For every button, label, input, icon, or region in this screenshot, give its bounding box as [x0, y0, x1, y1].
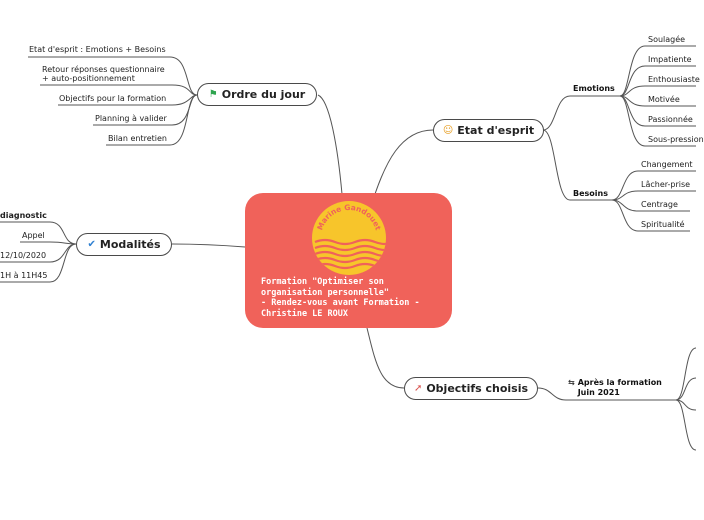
list-item[interactable]: Etat d'esprit : Emotions + Besoins	[29, 45, 166, 54]
list-item[interactable]: diagnostic	[0, 211, 47, 220]
brand-logo: Marine Gandouet	[312, 201, 386, 275]
list-item[interactable]: Spiritualité	[641, 220, 685, 229]
topic-etat-d-esprit[interactable]: ☺ Etat d'esprit	[433, 119, 544, 142]
list-item[interactable]: Sous-pression	[648, 135, 704, 144]
topic-ordre-du-jour[interactable]: ⚑ Ordre du jour	[197, 83, 317, 106]
sub-topic-emotions[interactable]: Emotions	[573, 84, 615, 93]
sub-topic-besoins[interactable]: Besoins	[573, 189, 608, 198]
smiley-icon: ☺	[442, 125, 454, 136]
list-item[interactable]: Enthousiaste	[648, 75, 700, 84]
rocket-icon: ➚	[413, 383, 423, 394]
list-item[interactable]: Appel	[22, 231, 45, 240]
arrows-icon: ⇆	[568, 378, 575, 387]
list-item[interactable]: Bilan entretien	[108, 134, 167, 143]
list-item[interactable]: Impatiente	[648, 55, 692, 64]
list-item[interactable]: Changement	[641, 160, 693, 169]
check-circle-icon: ✔	[87, 239, 96, 250]
flag-icon: ⚑	[208, 89, 218, 100]
topic-modalites[interactable]: ✔ Modalités	[76, 233, 172, 256]
central-topic[interactable]: Marine Gandouet Formation "Optimiser son…	[245, 193, 452, 328]
list-item[interactable]: Lâcher-prise	[641, 180, 691, 189]
list-item[interactable]: Objectifs pour la formation	[59, 94, 167, 103]
sub-topic-apres-formation[interactable]: ⇆ Après la formation Juin 2021	[568, 378, 662, 398]
topic-label: Objectifs choisis	[426, 382, 529, 395]
list-item[interactable]: Retour réponses questionnaire + auto-pos…	[42, 65, 165, 83]
list-item[interactable]: Soulagée	[648, 35, 686, 44]
list-item[interactable]: Centrage	[641, 200, 678, 209]
list-item[interactable]: Passionnée	[648, 115, 693, 124]
topic-objectifs-choisis[interactable]: ➚ Objectifs choisis	[404, 377, 538, 400]
list-item[interactable]: 1H à 11H45	[0, 271, 48, 280]
central-title: Formation "Optimiser son organisation pe…	[261, 277, 420, 319]
topic-label: Etat d'esprit	[457, 124, 535, 137]
sub-topic-label: Après la formation Juin 2021	[577, 378, 662, 397]
list-item[interactable]: Planning à valider	[95, 114, 167, 123]
list-item[interactable]: Motivée	[648, 95, 680, 104]
topic-label: Modalités	[99, 238, 161, 251]
topic-label: Ordre du jour	[221, 88, 306, 101]
list-item[interactable]: 12/10/2020	[0, 251, 47, 260]
